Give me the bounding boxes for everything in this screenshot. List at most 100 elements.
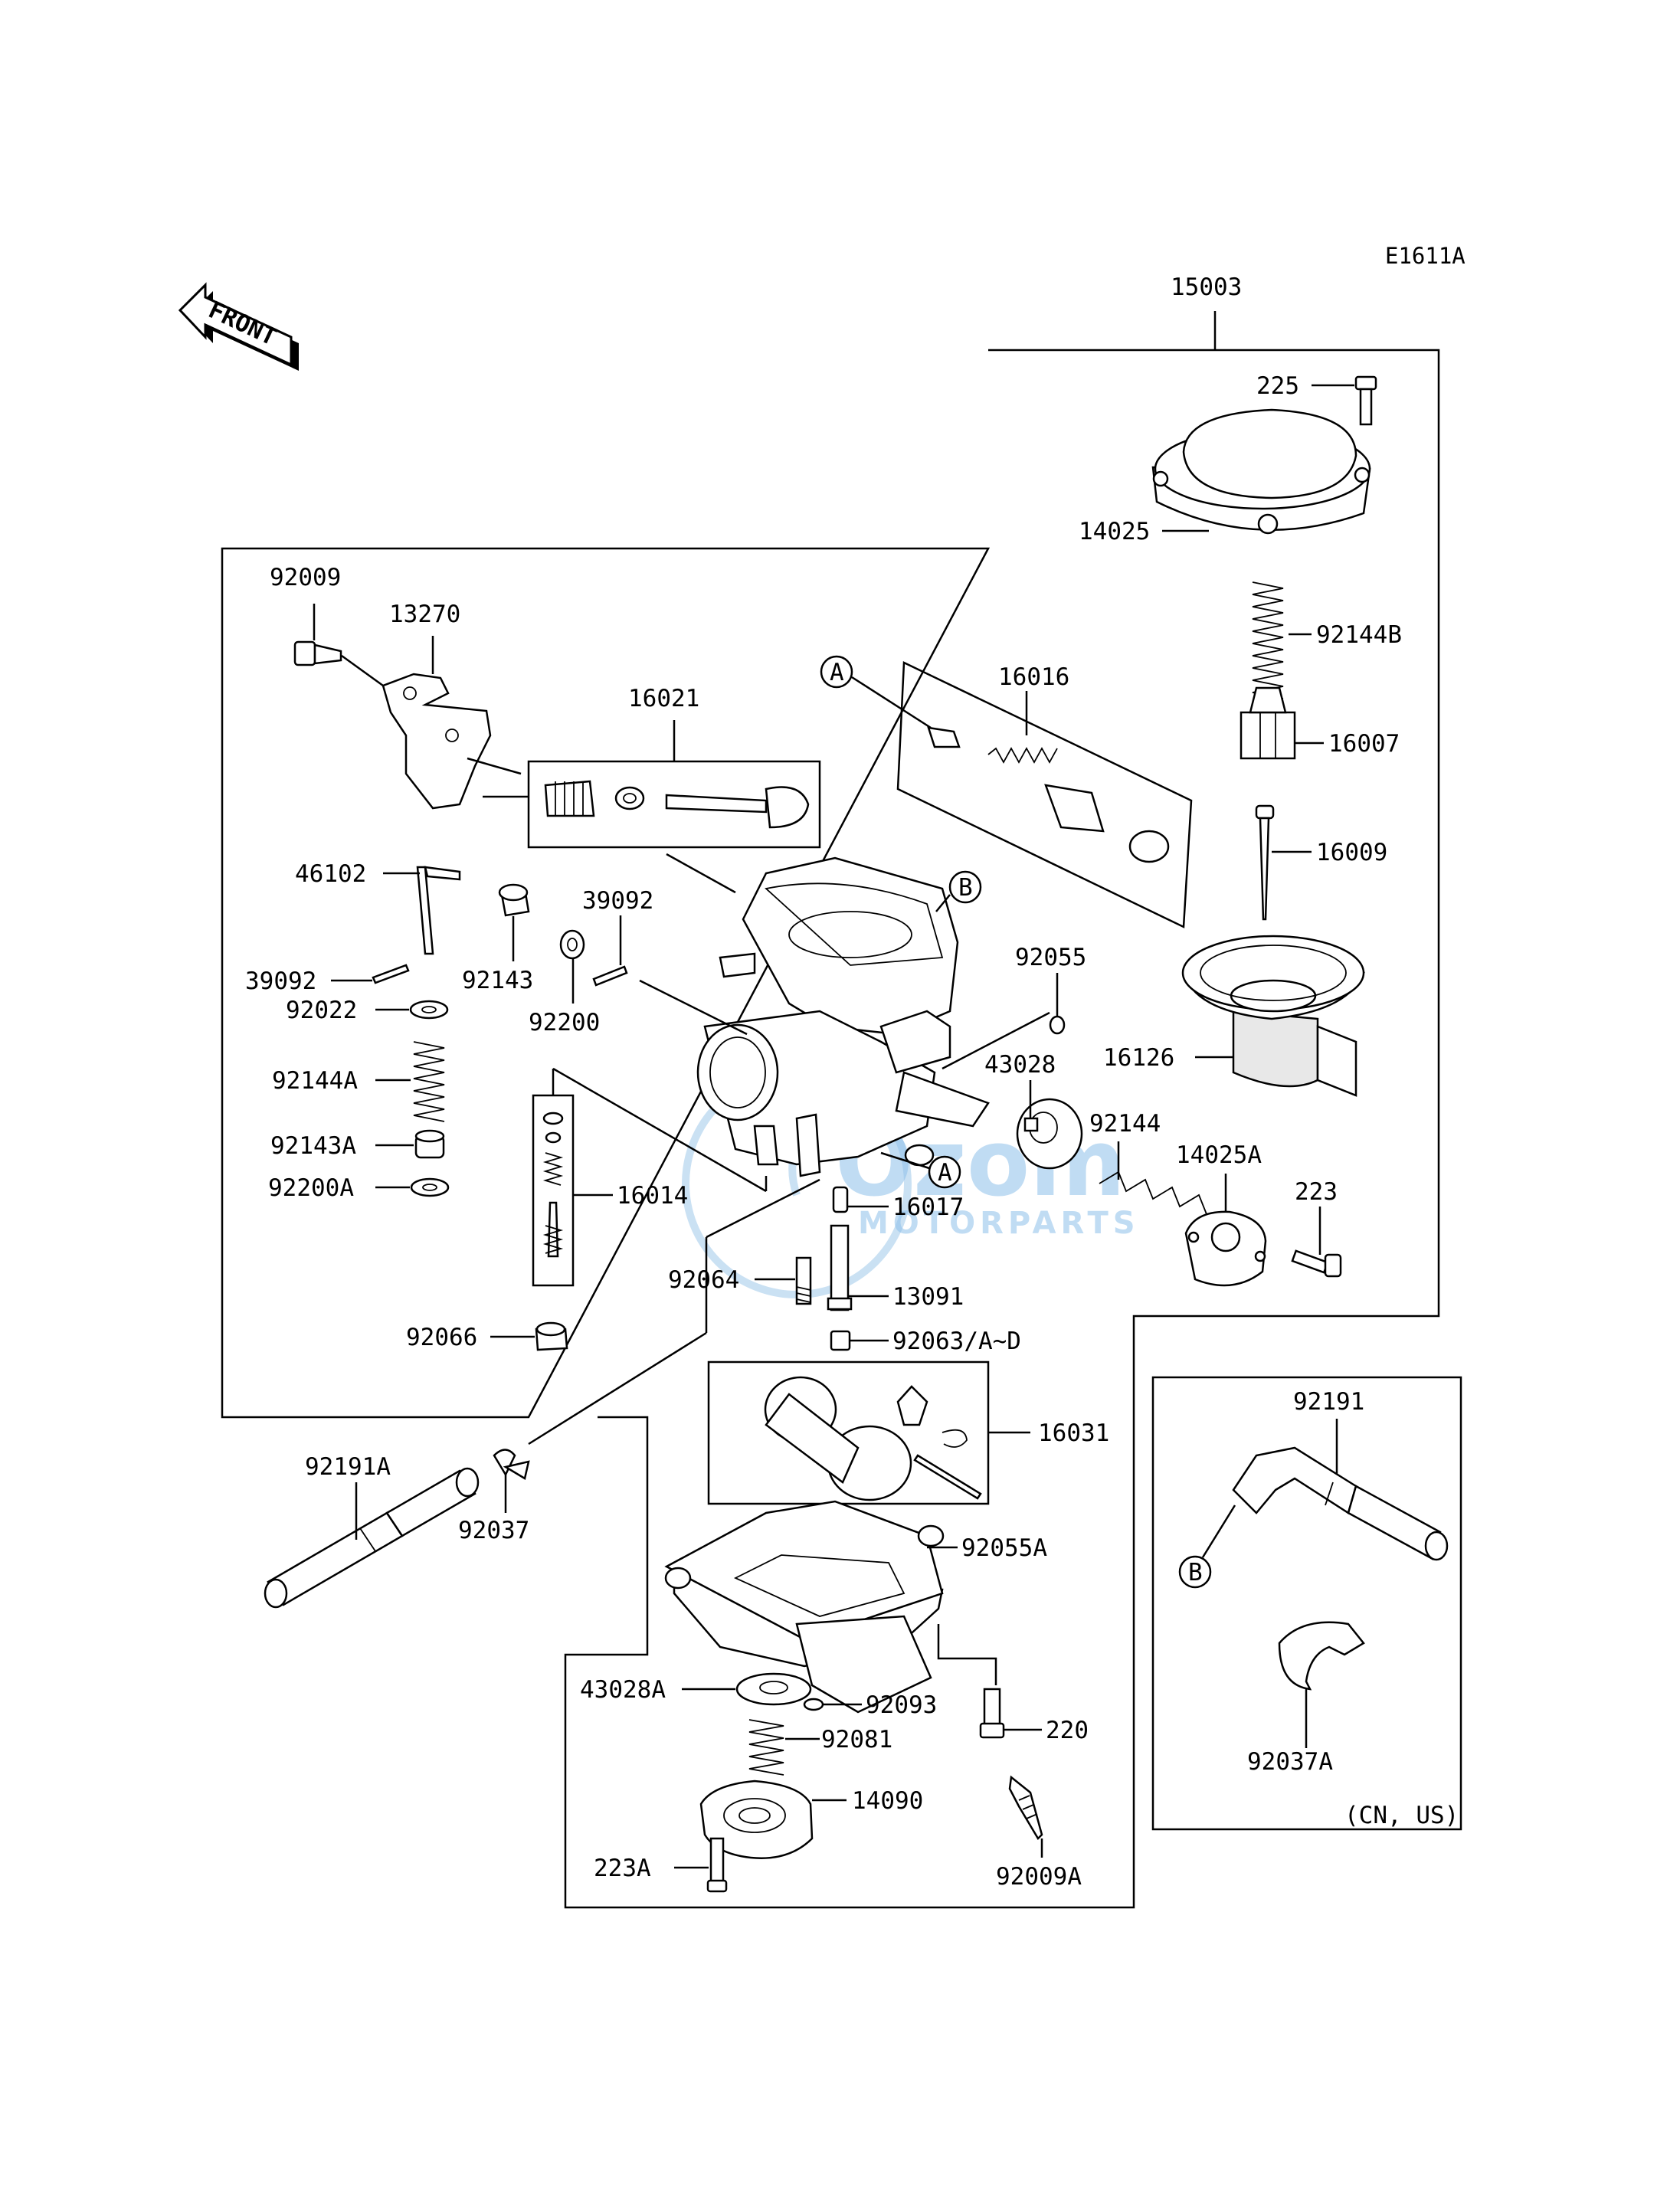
part-92144-spring <box>1099 1171 1207 1215</box>
label-92009: 92009 <box>270 564 341 591</box>
label-92009A: 92009A <box>996 1863 1082 1891</box>
label-92191A: 92191A <box>305 1453 391 1481</box>
diagram-code: E1611A <box>1385 243 1465 269</box>
label-92022: 92022 <box>286 997 357 1024</box>
label-223A: 223A <box>594 1855 651 1882</box>
part-float-bowl <box>664 1500 945 1714</box>
part-92063-main-jet <box>830 1330 851 1351</box>
ref-marker-B-hose <box>1178 1555 1212 1589</box>
label-92143: 92143 <box>462 967 533 994</box>
label-92081: 92081 <box>821 1726 892 1753</box>
part-92143A-collar <box>414 1129 445 1159</box>
watermark-sub: MOTORPARTS <box>858 1206 1140 1241</box>
label-16021: 16021 <box>628 685 699 712</box>
label-16007: 16007 <box>1328 730 1400 758</box>
part-16031-float-parts <box>764 1376 982 1501</box>
label-16009: 16009 <box>1316 839 1387 866</box>
group-cn-us-frame <box>1151 1376 1462 1831</box>
label-13091: 13091 <box>892 1283 964 1311</box>
part-225 <box>1354 375 1377 426</box>
label-13270: 13270 <box>389 601 460 628</box>
part-14025A-cover <box>1184 1210 1267 1287</box>
part-92144A-spring <box>413 1041 445 1122</box>
ref-marker-A-body-text: A <box>938 1159 952 1187</box>
label-92055A: 92055A <box>961 1534 1047 1562</box>
part-43028-diaphragm <box>1016 1098 1083 1170</box>
front-arrow-icon: FRONT <box>178 282 299 371</box>
label-16017: 16017 <box>892 1193 964 1221</box>
part-39092-left-pin <box>372 964 410 984</box>
part-16017-jet-holder <box>832 1186 849 1213</box>
ref-marker-A-body <box>928 1155 961 1189</box>
label-15003: 15003 <box>1171 273 1242 301</box>
label-16031: 16031 <box>1038 1419 1109 1447</box>
part-92191A-tube <box>264 1467 480 1609</box>
label-92143A: 92143A <box>270 1132 356 1160</box>
part-13091-needle-jet <box>827 1224 853 1311</box>
part-16009-needle <box>1255 804 1275 921</box>
part-43028A-diaphragm <box>735 1672 812 1706</box>
carburetor-body <box>696 856 990 1177</box>
part-39092-right-pin <box>592 965 628 987</box>
part-16007-holder <box>1240 686 1296 760</box>
label-225: 225 <box>1256 372 1299 400</box>
label-39092-right: 39092 <box>582 887 653 915</box>
part-92055-o-ring <box>1049 1015 1066 1035</box>
part-92066-cap <box>535 1321 568 1351</box>
label-92144A: 92144A <box>272 1067 358 1095</box>
ref-marker-B-hose-text: B <box>1188 1559 1203 1586</box>
label-220: 220 <box>1046 1717 1089 1744</box>
ref-marker-B-body <box>948 870 982 904</box>
part-46102-rod <box>416 866 461 955</box>
part-92037A-clamp <box>1278 1621 1365 1691</box>
label-14090: 14090 <box>852 1787 923 1815</box>
label-16014: 16014 <box>617 1182 688 1210</box>
group-16016-frame <box>896 661 1193 928</box>
part-92037-clip <box>493 1449 530 1480</box>
part-223-screw <box>1291 1249 1342 1278</box>
label-92093: 92093 <box>866 1691 937 1719</box>
ref-marker-A-top-text: A <box>830 659 844 686</box>
label-16016: 16016 <box>998 663 1069 691</box>
label-92191: 92191 <box>1293 1388 1364 1416</box>
part-16014-parts <box>542 1112 564 1258</box>
label-14025: 14025 <box>1079 518 1150 545</box>
label-43028A: 43028A <box>580 1676 666 1704</box>
label-223: 223 <box>1295 1178 1338 1206</box>
ref-marker-A-top <box>820 655 853 689</box>
label-92200A: 92200A <box>268 1174 354 1202</box>
label-92037: 92037 <box>458 1517 529 1544</box>
label-92200: 92200 <box>529 1009 600 1036</box>
label-46102: 46102 <box>295 860 366 888</box>
region-note: (CN, US) <box>1344 1802 1459 1829</box>
part-16021-parts <box>544 780 810 829</box>
part-220-screw <box>979 1688 1005 1739</box>
label-92063: 92063/A~D <box>892 1328 1021 1355</box>
label-92144: 92144 <box>1089 1110 1161 1138</box>
part-92081-spring <box>748 1719 784 1776</box>
part-92064-jet <box>795 1256 812 1305</box>
part-13270-bracket <box>382 673 492 810</box>
part-92009-bolt <box>293 640 342 666</box>
part-223A-screw <box>706 1837 728 1893</box>
assembly-15003-frame <box>221 349 1440 1909</box>
label-43028: 43028 <box>984 1051 1056 1079</box>
label-92055: 92055 <box>1015 944 1086 971</box>
part-92093-o-ring <box>803 1698 824 1711</box>
part-92200A-washer <box>410 1177 450 1197</box>
part-14025-top-cover <box>1151 408 1371 535</box>
ref-marker-B-body-text: B <box>958 874 973 902</box>
label-92037A: 92037A <box>1247 1748 1333 1776</box>
part-92200-washer <box>559 929 585 960</box>
label-92144B: 92144B <box>1316 621 1402 649</box>
label-39092-left: 39092 <box>245 968 316 995</box>
part-92191-hose <box>1232 1446 1449 1561</box>
part-14090-cover <box>699 1780 814 1859</box>
part-92143-collar <box>498 883 530 917</box>
part-92144B-spring <box>1252 581 1284 699</box>
part-92009A-screw <box>1008 1775 1043 1841</box>
label-16126: 16126 <box>1103 1044 1174 1072</box>
label-92064: 92064 <box>668 1266 739 1294</box>
label-92066: 92066 <box>406 1324 477 1351</box>
